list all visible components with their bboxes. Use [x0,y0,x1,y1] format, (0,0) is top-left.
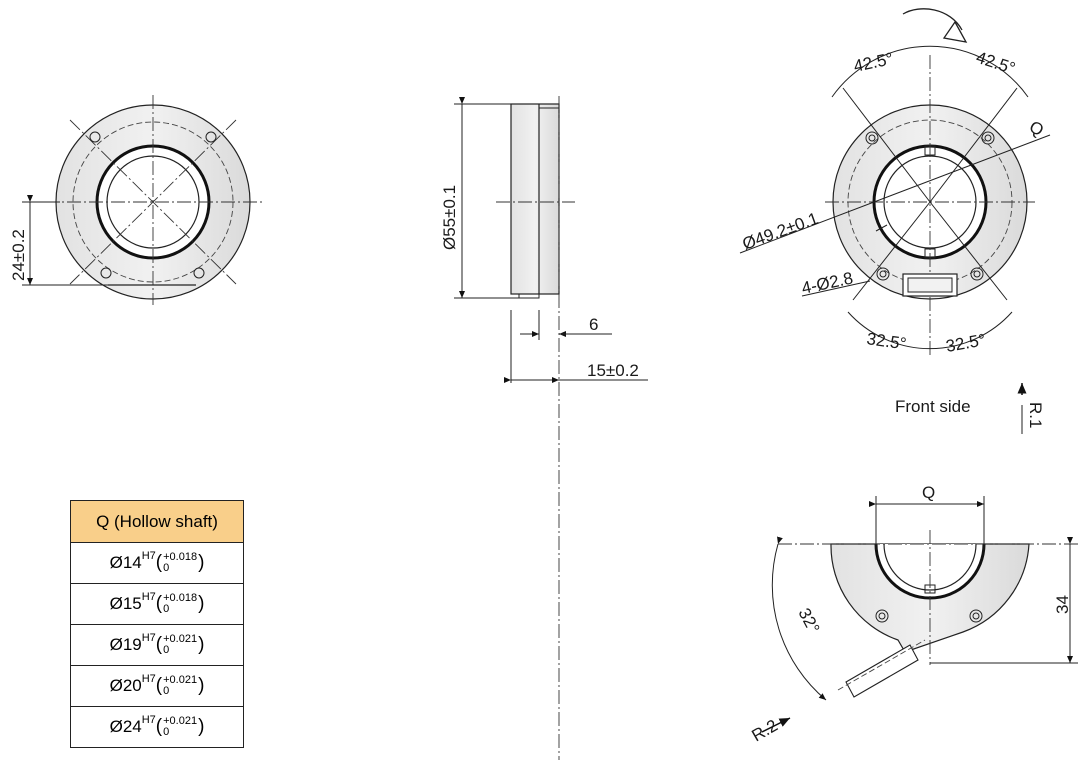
row-diameter: Ø19 [109,635,142,654]
dim-diameter-55: Ø55±0.1 [440,185,459,250]
front-view [739,8,1051,434]
angle-top-right: 42.5° [974,48,1018,78]
row-upper-tol: +0.021 [163,674,198,686]
row-diameter: Ø20 [109,676,142,695]
row-fit: H7 [141,591,156,603]
row-fit: H7 [141,632,156,644]
row-fit: H7 [141,714,156,726]
side-view [454,96,648,760]
dim-15: 15±0.2 [587,361,639,380]
angle-32: 32° [794,605,823,637]
row-diameter: Ø24 [109,717,142,736]
row-lower-tol: 0 [163,562,170,574]
angle-bottom-right: 32.5° [944,330,987,356]
dim-24: 24±0.2 [9,229,28,281]
r2-label: R.2 [749,716,781,746]
angle-bottom-left: 32.5° [865,329,907,353]
section-view [761,496,1080,733]
row-diameter: Ø15 [109,594,142,613]
row-lower-tol: 0 [163,644,170,656]
q-section-label: Q [922,483,935,502]
rotation-arrow-icon [942,20,968,43]
row-fit: H7 [141,550,156,562]
angle-top-left: 42.5° [852,49,895,76]
dim-6: 6 [589,315,598,334]
q-front-label: Q [1026,117,1047,140]
front-side-label: Front side [895,397,971,416]
table-header: Q (Hollow shaft) [70,500,244,543]
row-lower-tol: 0 [163,685,170,697]
dim-34: 34 [1053,595,1072,614]
r1-label: R.1 [1026,402,1045,428]
rear-view [22,95,262,305]
row-diameter: Ø14 [109,553,142,572]
row-fit: H7 [141,673,156,685]
row-upper-tol: +0.021 [163,715,198,727]
dim-diameter-49: Ø49.2±0.1 [740,209,821,254]
row-upper-tol: +0.021 [163,633,198,645]
row-lower-tol: 0 [163,726,170,738]
row-lower-tol: 0 [163,603,170,615]
row-upper-tol: +0.018 [163,592,198,604]
holes-label: 4-Ø2.8 [800,269,855,298]
row-upper-tol: +0.018 [163,551,198,563]
